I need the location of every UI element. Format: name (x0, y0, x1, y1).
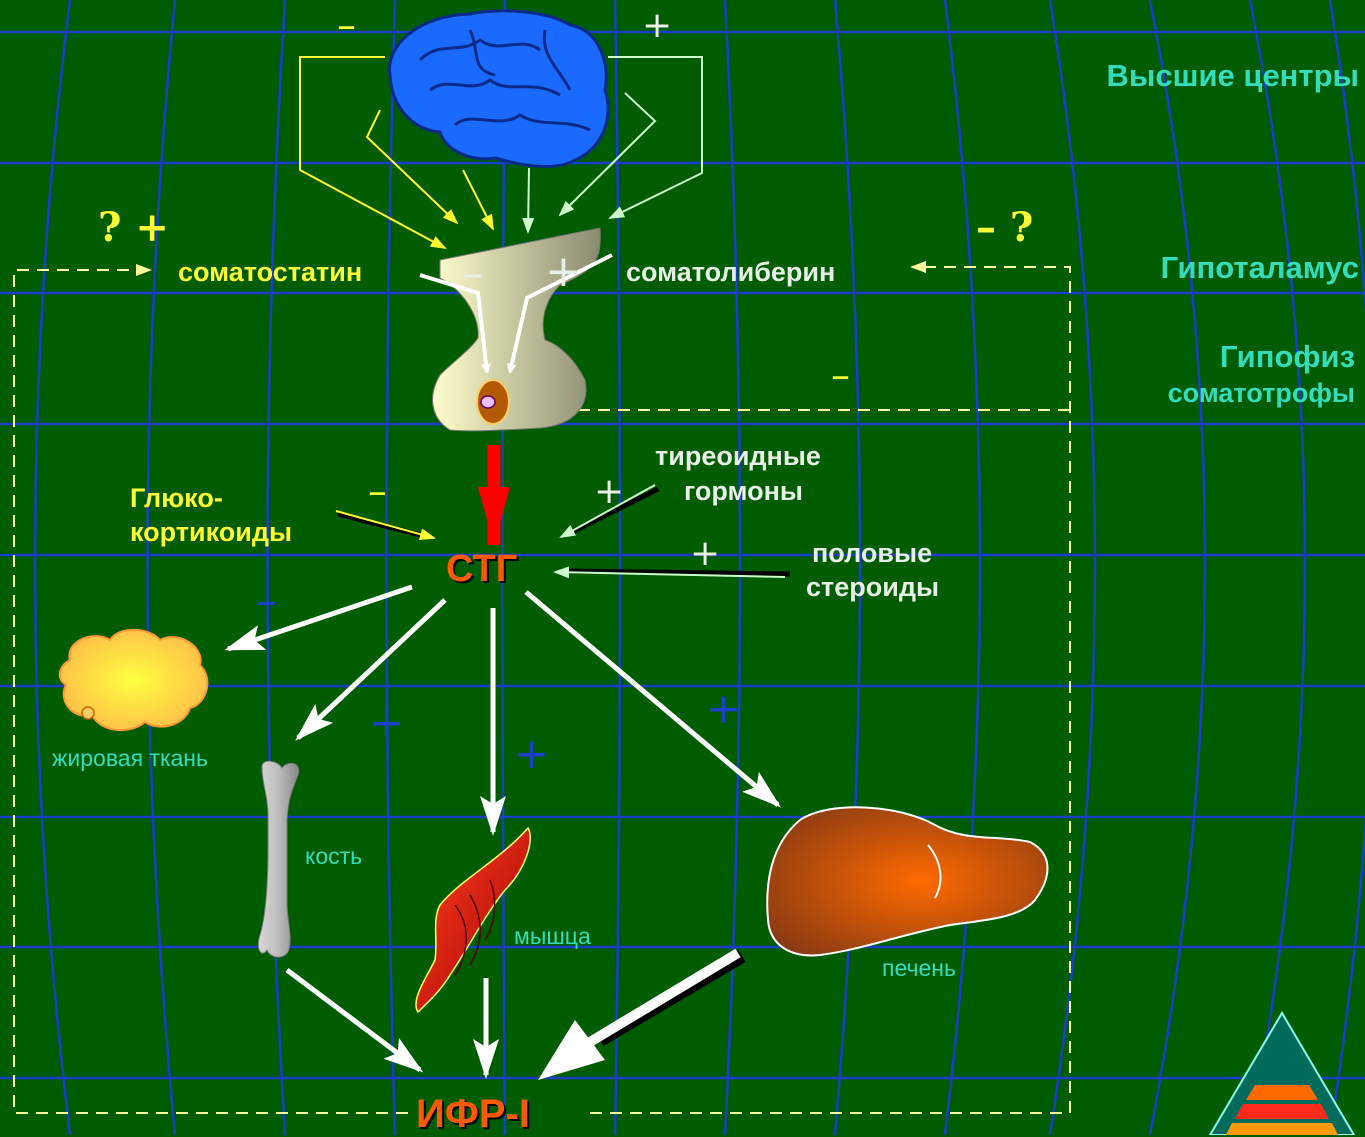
thyroid-sign: + (594, 474, 624, 510)
thyroid-label-line2: гормоны (684, 476, 803, 507)
somatoliberin-label: соматолиберин (626, 257, 835, 288)
fat-tissue-label: жировая ткань (52, 745, 208, 772)
igf-production-arrows (287, 970, 486, 1075)
liver-icon (767, 807, 1047, 955)
pyramid-logo-icon (1210, 1013, 1354, 1135)
level-higher-centers: Высшие центры (1107, 58, 1359, 94)
sex-steroids-label-line2: стероиды (806, 572, 939, 603)
level-hypothalamus: Гипоталамус (1161, 250, 1359, 286)
sex-steroids-label-line1: половые (812, 538, 932, 569)
brain-inhibit-sign: – (337, 6, 356, 44)
somatostatin-label: соматостатин (178, 257, 362, 288)
thyroid-label-line1: тиреоидные (655, 441, 821, 472)
somatotroph-cell-icon (477, 380, 509, 424)
muscle-label: мышца (514, 923, 591, 950)
somatoliberin-feedback-sign: – ? (976, 208, 1033, 248)
somatoliberin-effect-sign: + (545, 250, 582, 294)
glucocorticoids-sign: – (368, 472, 387, 510)
fat-effect-sign: – (256, 580, 277, 622)
level-somatotrophs: соматотрофы (1168, 378, 1355, 409)
liver-effect-sign: + (706, 688, 741, 730)
sex-steroids-sign: + (690, 536, 720, 572)
somatostatin-feedback-sign: ? + (98, 208, 169, 248)
bone-effect-sign: + (369, 702, 404, 744)
glucocorticoids-label-line1: Глюко- (130, 483, 223, 514)
adipose-tissue-icon (60, 630, 208, 730)
igf-label: ИФР-I (416, 1092, 530, 1137)
bone-icon (258, 761, 298, 957)
pituitary-feedback-sign: – (831, 356, 850, 394)
muscle-effect-sign: + (514, 733, 549, 775)
gh-label: СТГ (446, 548, 517, 591)
level-pituitary: Гипофиз (1220, 339, 1355, 375)
liver-label: печень (882, 955, 956, 982)
brain-icon (390, 11, 609, 167)
brain-stimulate-sign: + (642, 8, 672, 44)
glucocorticoids-label-line2: кортикоиды (130, 517, 292, 548)
bone-label: кость (305, 843, 362, 870)
somatostatin-effect-sign: – (462, 252, 484, 296)
muscle-icon (416, 828, 530, 1012)
gh-secretion-arrowhead (478, 487, 510, 545)
liver-igf-arrow (538, 953, 742, 1080)
